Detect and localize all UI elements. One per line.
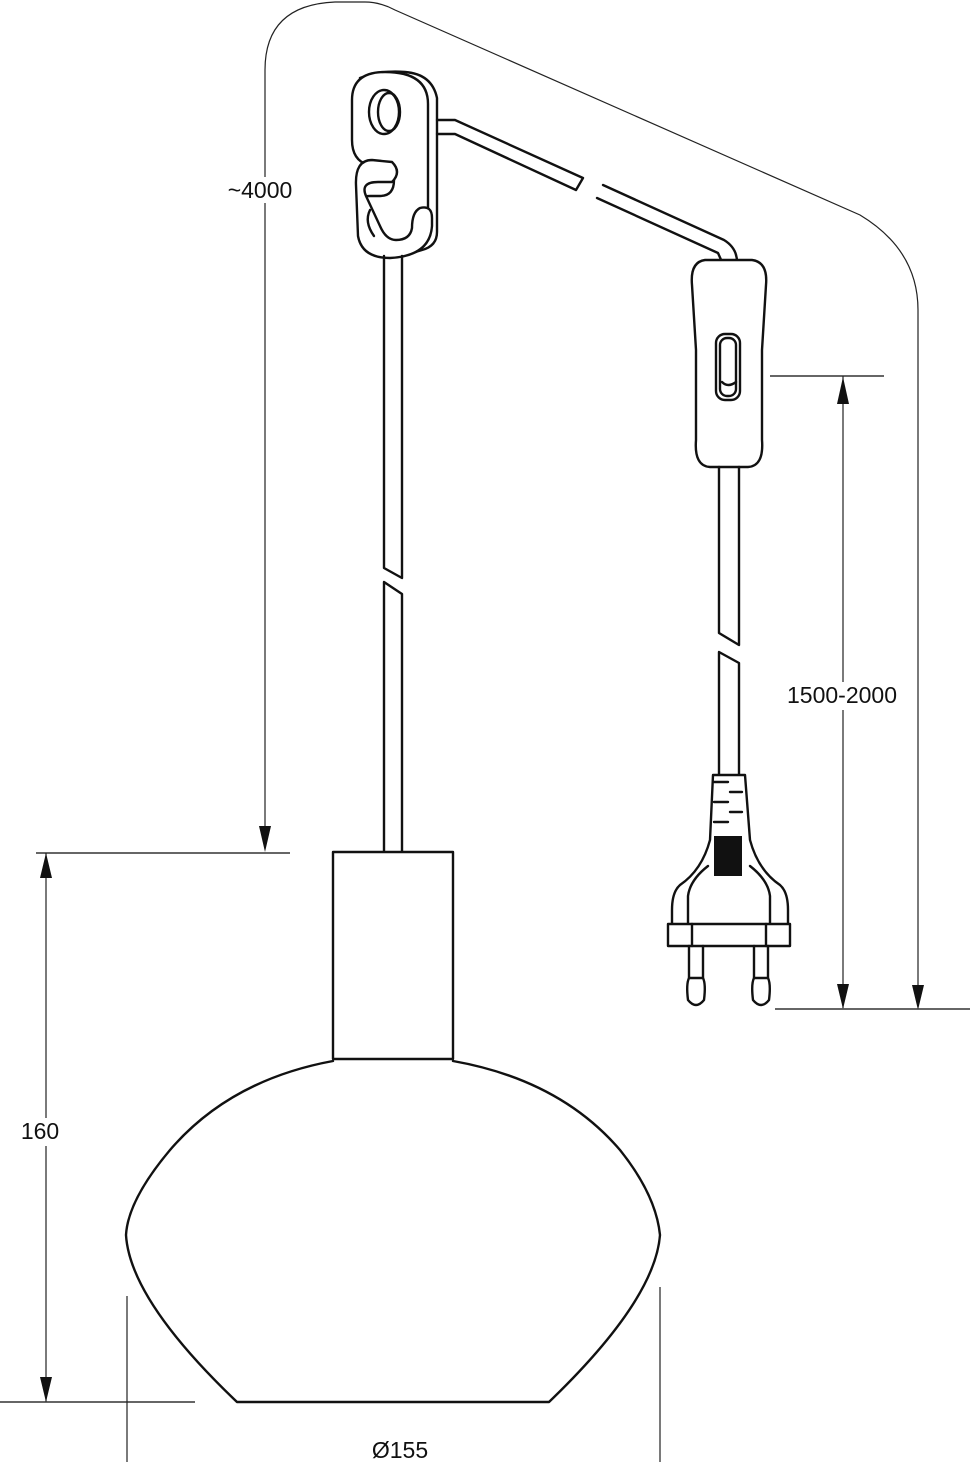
- lamp-height-dimension-line: [0, 852, 290, 1403]
- switch-plug-dimension-line: [770, 375, 970, 1010]
- switch-to-plug-length-label: 1500-2000: [785, 682, 899, 708]
- ceiling-hook-icon: [350, 70, 439, 260]
- lamp-holder-icon: [331, 850, 455, 1061]
- total-length-label: ~4000: [225, 177, 295, 203]
- lamp-cord: [382, 254, 404, 854]
- plug-cord: [717, 465, 741, 777]
- inline-switch-icon: [690, 258, 768, 469]
- supply-cord: [435, 118, 739, 272]
- glass-shade-icon: [124, 1059, 662, 1404]
- total-length-dimension-line: [259, 1, 924, 1010]
- lamp-height-label: 160: [18, 1118, 62, 1144]
- shade-diameter-dimension-line: [126, 1287, 661, 1462]
- shade-diameter-label: Ø155: [369, 1437, 431, 1463]
- euro-plug-icon: [666, 773, 792, 1007]
